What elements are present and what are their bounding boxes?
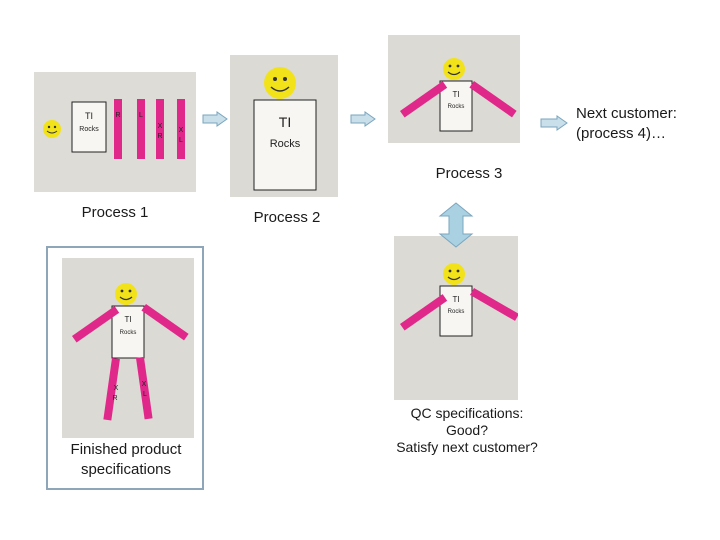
- limb-arm-r: [400, 81, 448, 118]
- svg-text:TI: TI: [279, 114, 291, 130]
- limb-arm-r: [114, 99, 122, 159]
- svg-text:Rocks: Rocks: [448, 309, 465, 315]
- limb-arm-r: [400, 294, 448, 331]
- svg-text:L: L: [143, 391, 147, 398]
- arrow-right-icon: [202, 111, 228, 127]
- limb-leg-r: [103, 358, 120, 421]
- double-arrow-icon: [438, 202, 474, 248]
- ti-card: [71, 101, 107, 153]
- svg-text:L: L: [179, 137, 183, 144]
- finished-product-photo: TI Rocks X R X L: [62, 258, 194, 438]
- limb-leg-l: [136, 356, 153, 420]
- arrow-right-icon: [350, 111, 376, 127]
- process-2-label: Process 2: [253, 209, 321, 226]
- finished-product-label: Finished product specifications: [70, 441, 182, 478]
- limb-leg-r: [156, 99, 164, 159]
- svg-text:Rocks: Rocks: [120, 330, 137, 336]
- svg-text:R: R: [157, 133, 162, 140]
- smiley-face: [115, 283, 137, 305]
- finished-product-frame: [46, 246, 204, 490]
- process-2-photo: TI Rocks: [230, 55, 338, 197]
- process-1-label: Process 1: [81, 204, 149, 221]
- next-customer-label: Next customer: (process 4)…: [576, 105, 677, 142]
- process-3-label: Process 3: [435, 165, 503, 182]
- limb-leg-l: [177, 99, 185, 159]
- svg-text:X: X: [158, 123, 163, 130]
- limb-arm-l: [141, 304, 189, 341]
- smiley-face: [264, 67, 296, 99]
- svg-text:R: R: [115, 112, 120, 119]
- svg-text:X: X: [179, 127, 184, 134]
- card-text-ti: TI: [85, 111, 93, 121]
- qc-photo: TI Rocks: [394, 236, 520, 400]
- process-3-photo: TI Rocks: [388, 35, 520, 143]
- limb-arm-l: [137, 99, 145, 159]
- smiley-face: [43, 120, 61, 138]
- limb-arm-r: [72, 306, 120, 343]
- svg-text:Rocks: Rocks: [270, 138, 301, 150]
- qc-specifications-label: QC specifications: Good? Satisfy next cu…: [396, 405, 538, 455]
- svg-text:TI: TI: [124, 315, 131, 324]
- svg-text:Rocks: Rocks: [448, 104, 465, 110]
- card-text-rocks: Rocks: [79, 126, 99, 133]
- limb-arm-l: [470, 288, 520, 321]
- svg-text:X: X: [114, 385, 119, 392]
- limb-arm-l: [469, 81, 517, 118]
- process-1-photo: TI Rocks R L X R X L: [34, 72, 196, 192]
- svg-text:TI: TI: [452, 90, 459, 99]
- svg-text:R: R: [112, 395, 117, 402]
- svg-text:L: L: [139, 112, 143, 119]
- svg-text:TI: TI: [452, 295, 459, 304]
- smiley-face: [443, 58, 465, 80]
- smiley-face: [443, 263, 465, 285]
- ti-card: [253, 99, 317, 191]
- svg-text:X: X: [142, 381, 147, 388]
- arrow-right-icon: [540, 115, 568, 131]
